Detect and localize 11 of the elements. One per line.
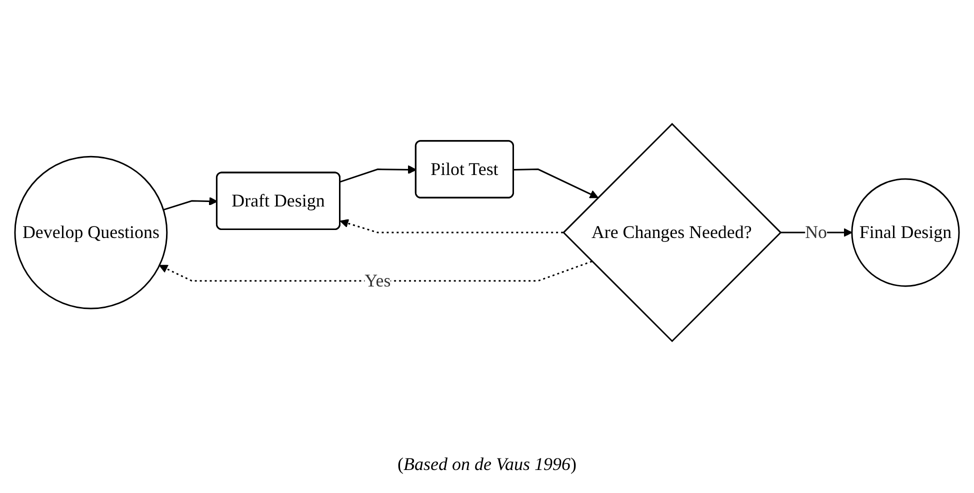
arrow — [163, 197, 218, 211]
edge-label: Yes — [364, 270, 391, 291]
arrow — [340, 220, 564, 234]
node-circle: Develop Questions — [14, 156, 168, 310]
arrow — [514, 168, 598, 199]
node-circle: Final Design — [851, 178, 960, 288]
arrow — [340, 166, 417, 183]
caption: (Based on de Vaus 1996) — [398, 454, 576, 475]
arrow — [159, 261, 592, 282]
edge-label: No — [805, 222, 828, 242]
node-diamond: Are Changes Needed? — [562, 123, 782, 343]
